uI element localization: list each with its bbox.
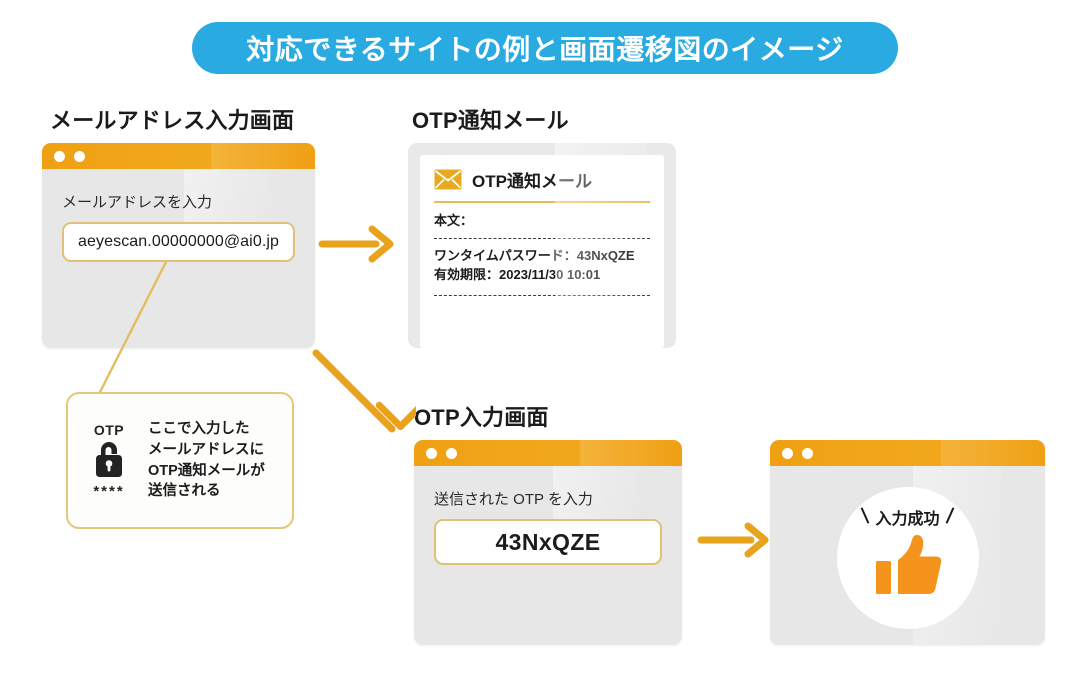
window-dot-icon [782,447,793,459]
window-dot-icon [426,447,437,459]
otp-input[interactable]: 43NxQZE [434,519,662,565]
window-dot-icon [54,150,65,162]
window-dot-icon [74,150,85,162]
otp-field-label: 送信された OTP を入力 [434,491,593,508]
window-titlebar [770,440,1045,466]
heading-otp-input-screen: OTP入力画面 [414,405,549,430]
email-field-label: メールアドレスを入力 [62,194,213,211]
heading-email-screen: メールアドレス入力画面 [50,108,295,133]
window-body: メールアドレスを入力 aeyescan.00000000@ai0.jp [42,169,315,262]
thumbs-up-icon [875,534,941,594]
arrow-right-icon [318,225,394,263]
window-body: 送信された OTP を入力 43NxQZE [414,466,682,565]
success-content: 入力成功 [770,466,1045,645]
open-lock-icon [96,441,122,477]
otp-badge-label: OTP [93,421,125,438]
arrow-down-right-icon [312,349,416,433]
window-body: 入力成功 [770,466,1045,645]
otp-input-value: 43NxQZE [495,528,601,555]
success-window: 入力成功 [770,440,1045,645]
lock-icon-group: OTP **** [82,422,136,500]
callout-text-line-4: 送信される [148,483,221,500]
callout-text-line-2: メールアドレスに [148,441,264,458]
mail-body: 本文： ワンタイムパスワード：43NxQZE 有効期限：2023/11/30 1… [434,203,650,296]
email-input-window: メールアドレスを入力 aeyescan.00000000@ai0.jp [42,143,315,348]
window-titlebar [414,440,682,466]
arrow-right-icon [697,522,769,558]
mail-divider-bottom [434,294,650,296]
success-circle: 入力成功 [836,486,979,629]
email-input-value: aeyescan.00000000@ai0.jp [78,233,280,250]
callout-text-line-1: ここで入力した [148,421,250,438]
mail-line-password: ワンタイムパスワード：43NxQZE [434,247,635,263]
success-label: 入力成功 [875,505,939,529]
window-titlebar [42,143,315,169]
mail-content: OTP通知メール 本文： ワンタイムパスワード：43NxQZE 有効期限：202… [420,155,664,348]
otp-input-window: 送信された OTP を入力 43NxQZE [414,440,682,645]
mail-subject: OTP通知メール [472,172,592,191]
envelope-icon [434,169,462,190]
mail-line-expiry: 有効期限：2023/11/30 10:01 [434,266,601,282]
callout-text-line-3: OTP通知メールが [148,462,265,479]
email-input[interactable]: aeyescan.00000000@ai0.jp [62,222,295,262]
window-dot-icon [446,447,457,459]
window-dot-icon [802,447,813,459]
mail-divider-top [434,237,650,239]
otp-masked-stars: **** [93,482,125,500]
otp-mail-card: OTP通知メール 本文： ワンタイムパスワード：43NxQZE 有効期限：202… [408,143,676,348]
mail-header: OTP通知メール [434,167,650,203]
title-banner: 対応できるサイトの例と画面遷移図のイメージ [192,22,898,74]
callout-text: ここで入力した メールアドレスに OTP通知メールが 送信される [148,419,265,501]
otp-explanation-callout: OTP **** ここで入力した メールアドレスに OTP通知メールが 送信され… [66,392,294,529]
heading-otp-mail: OTP通知メール [412,108,569,133]
mail-body-label: 本文： [434,213,474,228]
title-banner-text: 対応できるサイトの例と画面遷移図のイメージ [246,34,844,65]
